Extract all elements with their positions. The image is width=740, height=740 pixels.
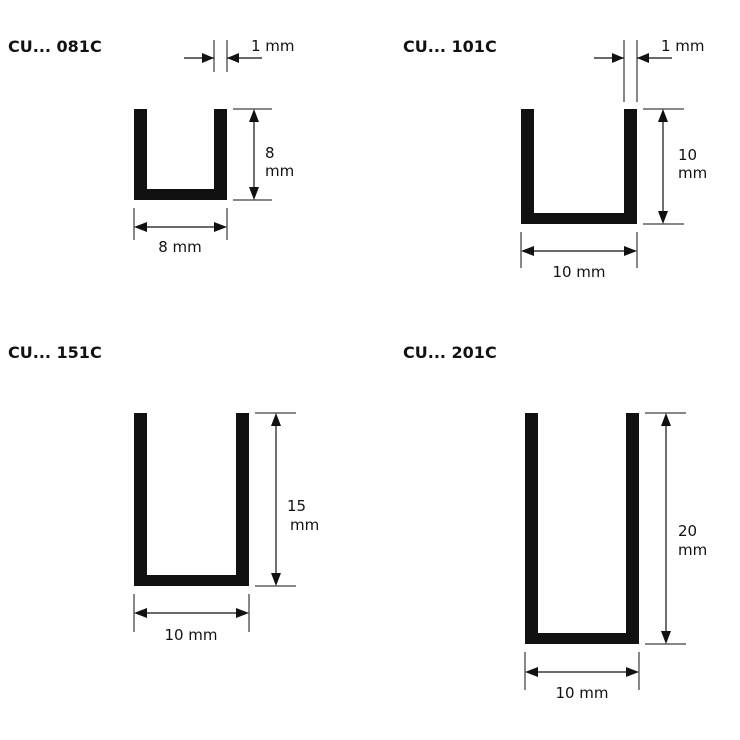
arrow-height-top-151c [271,413,281,426]
profile-code-081c: CU... 081C [8,37,102,56]
arrow-height-bottom-081c [249,187,259,200]
width-label-151c: 10 mm [164,626,217,644]
arrow-height-bottom-201c [661,631,671,644]
profile-101c: CU... 101C 1 mm 10 mm 10 mm [403,37,707,281]
arrow-width-right-101c [624,246,637,256]
arrow-height-bottom-151c [271,573,281,586]
u-channel-081c [134,109,227,200]
arrow-width-left-201c [525,667,538,677]
height-unit-101c: mm [678,164,707,182]
width-label-081c: 8 mm [158,238,202,256]
u-channel-201c [525,413,639,644]
height-unit-201c: mm [678,541,707,559]
arrow-height-top-081c [249,109,259,122]
arrow-thickness-left-081c [202,53,214,63]
arrow-width-left-101c [521,246,534,256]
arrow-width-left-151c [134,608,147,618]
height-value-081c: 8 [265,144,275,162]
profile-201c: CU... 201C 20 mm 10 mm [403,343,707,702]
arrow-height-top-201c [661,413,671,426]
profile-code-151c: CU... 151C [8,343,102,362]
u-channel-101c [521,109,637,224]
arrow-height-bottom-101c [658,211,668,224]
height-unit-151c: mm [290,516,319,534]
width-label-101c: 10 mm [552,263,605,281]
arrow-width-right-081c [214,222,227,232]
height-value-201c: 20 [678,522,697,540]
height-unit-081c: mm [265,162,294,180]
height-value-101c: 10 [678,146,697,164]
u-channel-151c [134,413,249,586]
height-value-151c: 15 [287,497,306,515]
profile-081c: CU... 081C 1 mm 8 mm 8 mm [8,37,295,256]
profile-151c: CU... 151C 15 mm 10 mm [8,343,319,644]
arrow-width-right-201c [626,667,639,677]
arrow-thickness-left-101c [612,53,624,63]
arrow-width-left-081c [134,222,147,232]
profile-code-101c: CU... 101C [403,37,497,56]
arrow-thickness-right-081c [227,53,239,63]
arrow-thickness-right-101c [637,53,649,63]
width-label-201c: 10 mm [555,684,608,702]
arrow-height-top-101c [658,109,668,122]
thickness-label-101c: 1 mm [661,37,705,55]
arrow-width-right-151c [236,608,249,618]
profile-code-201c: CU... 201C [403,343,497,362]
thickness-label-081c: 1 mm [251,37,295,55]
